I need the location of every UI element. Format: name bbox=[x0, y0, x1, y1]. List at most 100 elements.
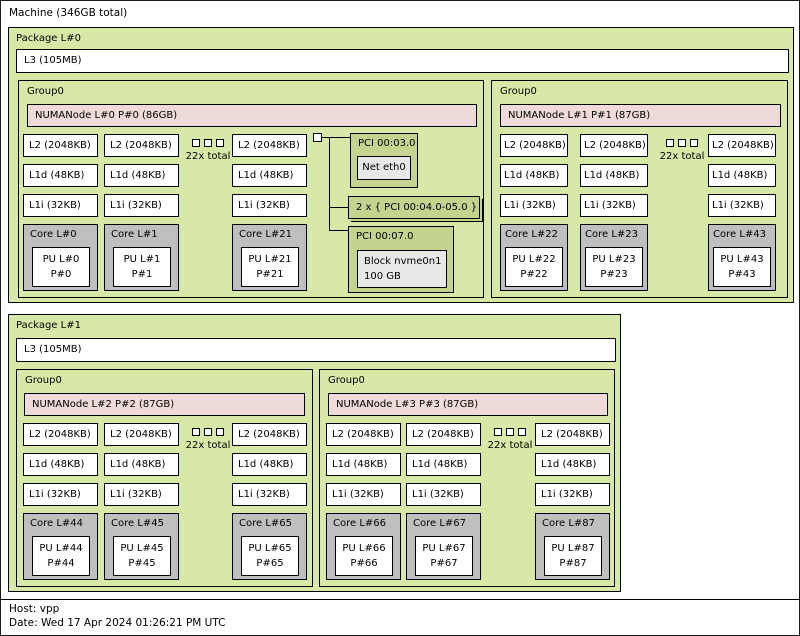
connector-line bbox=[329, 230, 348, 231]
l1i-cache-box: L1i (32KB) bbox=[708, 194, 776, 217]
pu-box: PU L#45 P#45 bbox=[113, 536, 171, 576]
pci-device-00-03-box: PCI 00:03.0 Net eth0 bbox=[350, 133, 418, 188]
square-icon bbox=[494, 428, 502, 436]
group-2-label: Group0 bbox=[25, 375, 62, 386]
package-1-label: Package L#1 bbox=[16, 320, 81, 331]
core-label: Core L#43 bbox=[713, 229, 766, 240]
pu-physical-label: P#0 bbox=[50, 269, 72, 280]
l2-cache-box: L2 (2048KB) bbox=[232, 423, 307, 446]
machine-label: Machine (346GB total) bbox=[9, 7, 128, 19]
pu-logical-label: PU L#45 bbox=[120, 543, 164, 554]
pu-box: PU L#67 P#67 bbox=[415, 536, 473, 576]
core-label: Core L#44 bbox=[30, 518, 83, 529]
pci-collapsed-devices-box: 2 x { PCI 00:04.0-05.0 } bbox=[348, 196, 480, 219]
connector-line bbox=[329, 137, 330, 231]
pu-box: PU L#1 P#1 bbox=[113, 247, 171, 287]
package-0-label: Package L#0 bbox=[16, 33, 81, 44]
block-device-box: Block nvme0n1 100 GB bbox=[357, 250, 447, 288]
l1d-cache-box: L1d (48KB) bbox=[23, 164, 98, 187]
more-items-squares bbox=[659, 139, 705, 150]
pu-box: PU L#43 P#43 bbox=[713, 247, 771, 287]
core-label: Core L#21 bbox=[239, 229, 292, 240]
group-3-label: Group0 bbox=[328, 375, 365, 386]
l1d-cache-box: L1d (48KB) bbox=[232, 164, 307, 187]
block-device-label: Block nvme0n1 bbox=[364, 256, 442, 267]
pu-logical-label: PU L#87 bbox=[551, 543, 595, 554]
l2-cache-box: L2 (2048KB) bbox=[104, 423, 179, 446]
square-icon bbox=[192, 139, 200, 147]
l1i-cache-box: L1i (32KB) bbox=[500, 194, 568, 217]
square-icon bbox=[678, 139, 686, 147]
more-items-indicator: 22x total bbox=[185, 428, 231, 451]
pu-box: PU L#87 P#87 bbox=[544, 536, 602, 576]
l2-cache-box: L2 (2048KB) bbox=[104, 134, 179, 157]
l1d-cache-box: L1d (48KB) bbox=[104, 164, 179, 187]
core-box: Core L#45 PU L#45 P#45 bbox=[104, 513, 179, 580]
l1d-cache-box: L1d (48KB) bbox=[326, 453, 401, 476]
pci-bridge-icon bbox=[313, 133, 322, 142]
machine-bottom-border bbox=[1, 599, 799, 600]
l2-cache-box: L2 (2048KB) bbox=[326, 423, 401, 446]
core-label: Core L#65 bbox=[239, 518, 292, 529]
core-label: Core L#23 bbox=[585, 229, 638, 240]
core-box: Core L#23 PU L#23 P#23 bbox=[580, 224, 648, 291]
pu-physical-label: P#22 bbox=[520, 269, 548, 280]
pu-logical-label: PU L#66 bbox=[342, 543, 386, 554]
core-label: Core L#87 bbox=[542, 518, 595, 529]
connector-line bbox=[322, 137, 350, 138]
pu-logical-label: PU L#43 bbox=[720, 254, 764, 265]
core-label: Core L#22 bbox=[505, 229, 558, 240]
square-icon bbox=[204, 428, 212, 436]
l1d-cache-box: L1d (48KB) bbox=[232, 453, 307, 476]
l2-cache-box: L2 (2048KB) bbox=[708, 134, 776, 157]
pu-box: PU L#66 P#66 bbox=[335, 536, 393, 576]
core-box: Core L#1 PU L#1 P#1 bbox=[104, 224, 179, 291]
pu-box: PU L#21 P#21 bbox=[241, 247, 299, 287]
l1i-cache-box: L1i (32KB) bbox=[23, 194, 98, 217]
l1i-cache-box: L1i (32KB) bbox=[104, 194, 179, 217]
group-0-label: Group0 bbox=[27, 86, 64, 97]
pu-logical-label: PU L#1 bbox=[123, 254, 161, 265]
pu-physical-label: P#21 bbox=[256, 269, 284, 280]
group-box-2: Group0 NUMANode L#2 P#2 (87GB) L2 (2048K… bbox=[16, 369, 313, 587]
pu-physical-label: P#1 bbox=[131, 269, 153, 280]
square-icon bbox=[666, 139, 674, 147]
pu-box: PU L#65 P#65 bbox=[241, 536, 299, 576]
l1d-cache-box: L1d (48KB) bbox=[535, 453, 610, 476]
more-items-label: 22x total bbox=[659, 151, 705, 162]
package-1-box: Package L#1 L3 (105MB) Group0 NUMANode L… bbox=[8, 314, 621, 592]
package-0-box: Package L#0 L3 (105MB) Group0 NUMANode L… bbox=[8, 27, 794, 303]
l2-cache-box: L2 (2048KB) bbox=[535, 423, 610, 446]
l1i-cache-box: L1i (32KB) bbox=[326, 483, 401, 506]
square-icon bbox=[192, 428, 200, 436]
l2-cache-box: L2 (2048KB) bbox=[580, 134, 648, 157]
legend-host-line: Host: vpp bbox=[9, 603, 60, 615]
pu-logical-label: PU L#21 bbox=[248, 254, 292, 265]
square-icon bbox=[204, 139, 212, 147]
core-box: Core L#67 PU L#67 P#67 bbox=[406, 513, 481, 580]
numa-node-0-box: NUMANode L#0 P#0 (86GB) bbox=[27, 104, 477, 127]
core-box: Core L#0 PU L#0 P#0 bbox=[23, 224, 98, 291]
square-icon bbox=[690, 139, 698, 147]
l1i-cache-box: L1i (32KB) bbox=[104, 483, 179, 506]
pu-physical-label: P#65 bbox=[256, 558, 284, 569]
l2-cache-box: L2 (2048KB) bbox=[406, 423, 481, 446]
l1d-cache-box: L1d (48KB) bbox=[406, 453, 481, 476]
pu-logical-label: PU L#65 bbox=[248, 543, 292, 554]
pci-device-00-07-box: PCI 00:07.0 Block nvme0n1 100 GB bbox=[348, 226, 454, 293]
pu-logical-label: PU L#67 bbox=[422, 543, 466, 554]
l1d-cache-box: L1d (48KB) bbox=[708, 164, 776, 187]
pu-physical-label: P#44 bbox=[47, 558, 75, 569]
l1i-cache-box: L1i (32KB) bbox=[406, 483, 481, 506]
group-box-3: Group0 NUMANode L#3 P#3 (87GB) L2 (2048K… bbox=[319, 369, 615, 587]
numa-node-2-box: NUMANode L#2 P#2 (87GB) bbox=[24, 393, 305, 416]
pu-physical-label: P#66 bbox=[350, 558, 378, 569]
core-label: Core L#67 bbox=[413, 518, 466, 529]
l3-cache-box: L3 (105MB) bbox=[16, 49, 789, 73]
l1i-cache-box: L1i (32KB) bbox=[580, 194, 648, 217]
square-icon bbox=[216, 139, 224, 147]
numa-node-3-box: NUMANode L#3 P#3 (87GB) bbox=[328, 393, 608, 416]
l3-cache-box: L3 (105MB) bbox=[16, 338, 616, 362]
more-items-indicator: 22x total bbox=[185, 139, 231, 162]
numa-node-1-box: NUMANode L#1 P#1 (87GB) bbox=[500, 104, 781, 127]
